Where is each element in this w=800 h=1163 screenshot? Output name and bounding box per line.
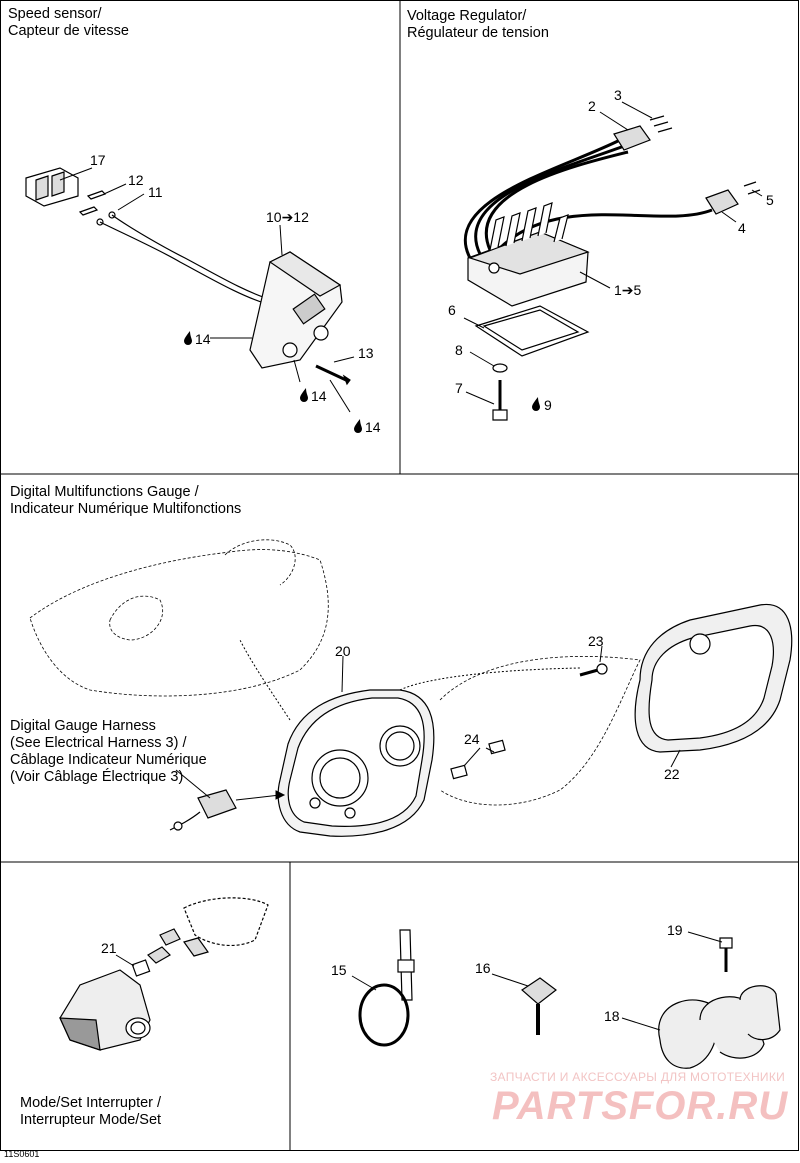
loctite-drop-icon [184,331,540,433]
callout-5: 5 [766,192,774,208]
callout-17: 17 [90,152,106,168]
voltage-regulator-drawing [463,115,761,421]
callout-10-12: 10➔12 [266,209,309,225]
harness-label-line-3: Câblage Indicateur Numérique [10,752,207,768]
speed-sensor-leaders [59,167,355,413]
mode-set-title-en: Mode/Set Interrupter / [20,1095,162,1111]
mode-set-title: Mode/Set Interrupter / Interrupteur Mode… [20,1095,161,1129]
gauge-drawing [169,603,793,837]
callout-19: 19 [667,922,683,938]
hardware-leaders [351,931,723,1031]
mode-set-drawing [59,897,269,1051]
callout-21: 21 [101,940,117,956]
callout-14-a: 14 [195,331,211,347]
callout-15: 15 [331,962,347,978]
mode-set-leaders [115,954,135,967]
gauge-title-en: Digital Multifunctions Gauge / [10,484,199,500]
callout-14-c: 14 [365,419,381,435]
callout-14-b: 14 [311,388,327,404]
hardware-drawing [358,929,781,1069]
callout-1-5: 1➔5 [614,282,642,298]
hull-outline [29,539,641,806]
callout-8: 8 [455,342,463,358]
voltage-regulator-leaders [463,101,763,405]
harness-label-line-4: (Voir Câblage Électrique 3) [10,769,184,785]
speed-sensor-drawing [25,167,351,386]
speed-sensor-title: Speed sensor/ Capteur de vitesse [8,6,129,40]
watermark-logo: PARTSFOR.RU [492,1084,789,1128]
callout-24: 24 [464,731,480,747]
mode-set-title-fr: Interrupteur Mode/Set [20,1112,162,1128]
callout-4: 4 [738,220,746,236]
callout-11: 11 [148,184,163,200]
callout-16: 16 [475,960,491,976]
callout-2: 2 [588,98,596,114]
voltage-regulator-title-en: Voltage Regulator/ [407,8,527,24]
harness-label-line-2: (See Electrical Harness 3) / [10,735,187,751]
callout-18: 18 [604,1008,620,1024]
gauge-title: Digital Multifunctions Gauge / Indicateu… [10,484,241,518]
speed-sensor-title-en: Speed sensor/ [8,6,102,22]
voltage-regulator-title-fr: Régulateur de tension [407,25,549,41]
callout-23: 23 [588,633,604,649]
callout-20: 20 [335,643,351,659]
voltage-regulator-title: Voltage Regulator/ Régulateur de tension [407,8,549,42]
callout-6: 6 [448,302,456,318]
callout-13: 13 [358,345,374,361]
callout-3: 3 [614,87,622,103]
gauge-title-fr: Indicateur Numérique Multifonctions [10,501,242,517]
watermark-tagline: ЗАПЧАСТИ И АКСЕССУАРЫ ДЛЯ МОТОТЕХНИКИ [490,1070,786,1084]
gauge-leaders [175,639,681,801]
callout-7: 7 [455,380,463,396]
callout-22: 22 [664,766,680,782]
harness-label-line-1: Digital Gauge Harness [10,718,156,734]
callout-12: 12 [128,172,144,188]
callout-9: 9 [544,397,552,413]
harness-label: Digital Gauge Harness (See Electrical Ha… [10,718,207,786]
figure-code: 11S0601 [4,1149,40,1159]
speed-sensor-title-fr: Capteur de vitesse [8,23,129,39]
